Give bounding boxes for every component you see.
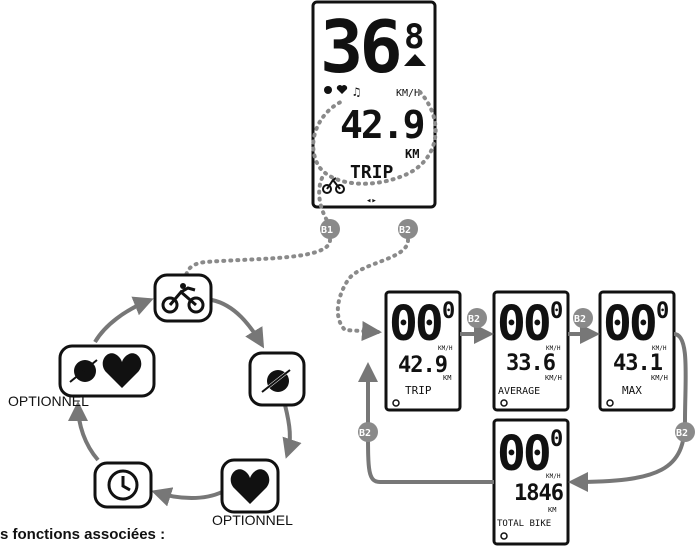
heart-indicator-icon	[336, 85, 348, 94]
bicycle-icon	[161, 283, 205, 314]
b2-badge-total-trip: B2	[358, 422, 378, 442]
main-unit: KM/H	[396, 88, 420, 99]
main-speed: 36	[320, 5, 399, 89]
heart-optional-label: OPTIONNEL	[212, 512, 293, 528]
svg-text:B2: B2	[574, 314, 586, 325]
dotted-mode-ring	[311, 90, 438, 186]
total-value: 1846	[514, 481, 564, 506]
average-speed: 00	[497, 296, 550, 352]
arrow-max-to-total	[568, 332, 688, 492]
cycle-item-bicycle	[153, 273, 213, 323]
screen-max: 00 0 KM/H 43.1 KM/H MAX	[598, 290, 676, 412]
max-speed: 00	[603, 296, 656, 352]
b2-badge-trip-average: B2	[467, 308, 487, 328]
cycle-arrow-1	[211, 298, 265, 349]
trip-value: 42.9	[398, 353, 447, 378]
trip-small-unit: KM/H	[438, 345, 453, 352]
average-bike-icon	[500, 399, 508, 407]
caption-text: s fonctions associées :	[0, 526, 166, 543]
svg-text:B2: B2	[468, 314, 480, 325]
average-value: 33.6	[506, 351, 556, 376]
max-label: MAX	[622, 384, 642, 397]
svg-text:B2: B2	[359, 428, 371, 439]
total-unit: KM	[548, 506, 556, 514]
total-speed: 00	[497, 426, 550, 482]
b2-button-badge-top: B2	[398, 219, 418, 239]
max-speed-decimal: 0	[656, 299, 669, 324]
trip-label: TRIP	[405, 384, 432, 397]
b2-badge-max-total: B2	[675, 422, 695, 442]
max-bike-icon	[606, 399, 614, 407]
svg-text:B2: B2	[676, 428, 688, 439]
total-speed-decimal: 0	[550, 427, 563, 452]
trip-unit: KM	[443, 374, 451, 382]
screen-trip: 00 0 KM/H 42.9 KM TRIP	[384, 290, 462, 412]
clock-icon	[107, 469, 139, 501]
cycle-item-heart	[220, 458, 280, 514]
cycle-arrow-2	[282, 404, 302, 459]
trip-speed-decimal: 0	[442, 299, 455, 324]
cadence-indicator-icon	[324, 86, 332, 94]
average-unit: KM/H	[545, 374, 562, 382]
cadence-heart-icon	[69, 353, 142, 388]
cycle-item-cadence	[248, 351, 306, 407]
max-value: 43.1	[613, 351, 663, 376]
main-distance: 42.9	[340, 103, 424, 147]
average-small-unit: KM/H	[546, 345, 561, 352]
cycle-arrow-5	[93, 296, 154, 344]
dotted-b1-to-cycle	[183, 238, 332, 287]
average-speed-decimal: 0	[550, 299, 563, 324]
cycle-arrow-3	[151, 487, 223, 507]
dotted-b2-to-screens	[335, 238, 410, 342]
cycle-item-cadence-heart	[58, 344, 156, 398]
average-label: AVERAGE	[498, 386, 540, 397]
main-lcd-display: 36 8 ♫ KM/H 42.9 KM TRIP ◂▸	[311, 0, 437, 209]
trip-bike-icon	[392, 399, 400, 407]
total-small-unit: KM/H	[546, 473, 561, 480]
b2-badge-average-max: B2	[573, 308, 593, 328]
status-icons: ♫	[324, 85, 360, 99]
cycle-item-clock	[93, 461, 153, 509]
b1-button-badge: B1	[320, 219, 340, 239]
svg-text:B2: B2	[399, 225, 411, 236]
total-bike-icon	[500, 532, 508, 540]
cadence-sensor-icon	[261, 368, 291, 394]
signal-icon: ◂▸	[366, 196, 377, 206]
svg-text:B1: B1	[321, 225, 333, 236]
main-mode: TRIP	[350, 162, 394, 183]
screen-total: 00 0 KM/H 1846 KM TOTAL BIKE	[492, 418, 570, 546]
music-note-icon: ♫	[353, 85, 360, 99]
main-speed-decimal: 8	[404, 17, 424, 57]
heart-icon	[230, 469, 270, 504]
max-small-unit: KM/H	[652, 345, 667, 352]
max-unit: KM/H	[651, 374, 668, 382]
function-cycle: OPTIONNEL OPTIONNEL	[8, 273, 306, 528]
total-label: TOTAL BIKE	[497, 519, 551, 529]
cycle-arrow-4	[68, 401, 100, 462]
speed-up-arrow-icon	[404, 54, 426, 66]
cadence-heart-optional-label: OPTIONNEL	[8, 393, 89, 409]
trip-speed: 00	[389, 296, 442, 352]
main-distance-unit: KM	[405, 147, 419, 161]
screen-average: 00 0 KM/H 33.6 KM/H AVERAGE	[492, 290, 570, 412]
